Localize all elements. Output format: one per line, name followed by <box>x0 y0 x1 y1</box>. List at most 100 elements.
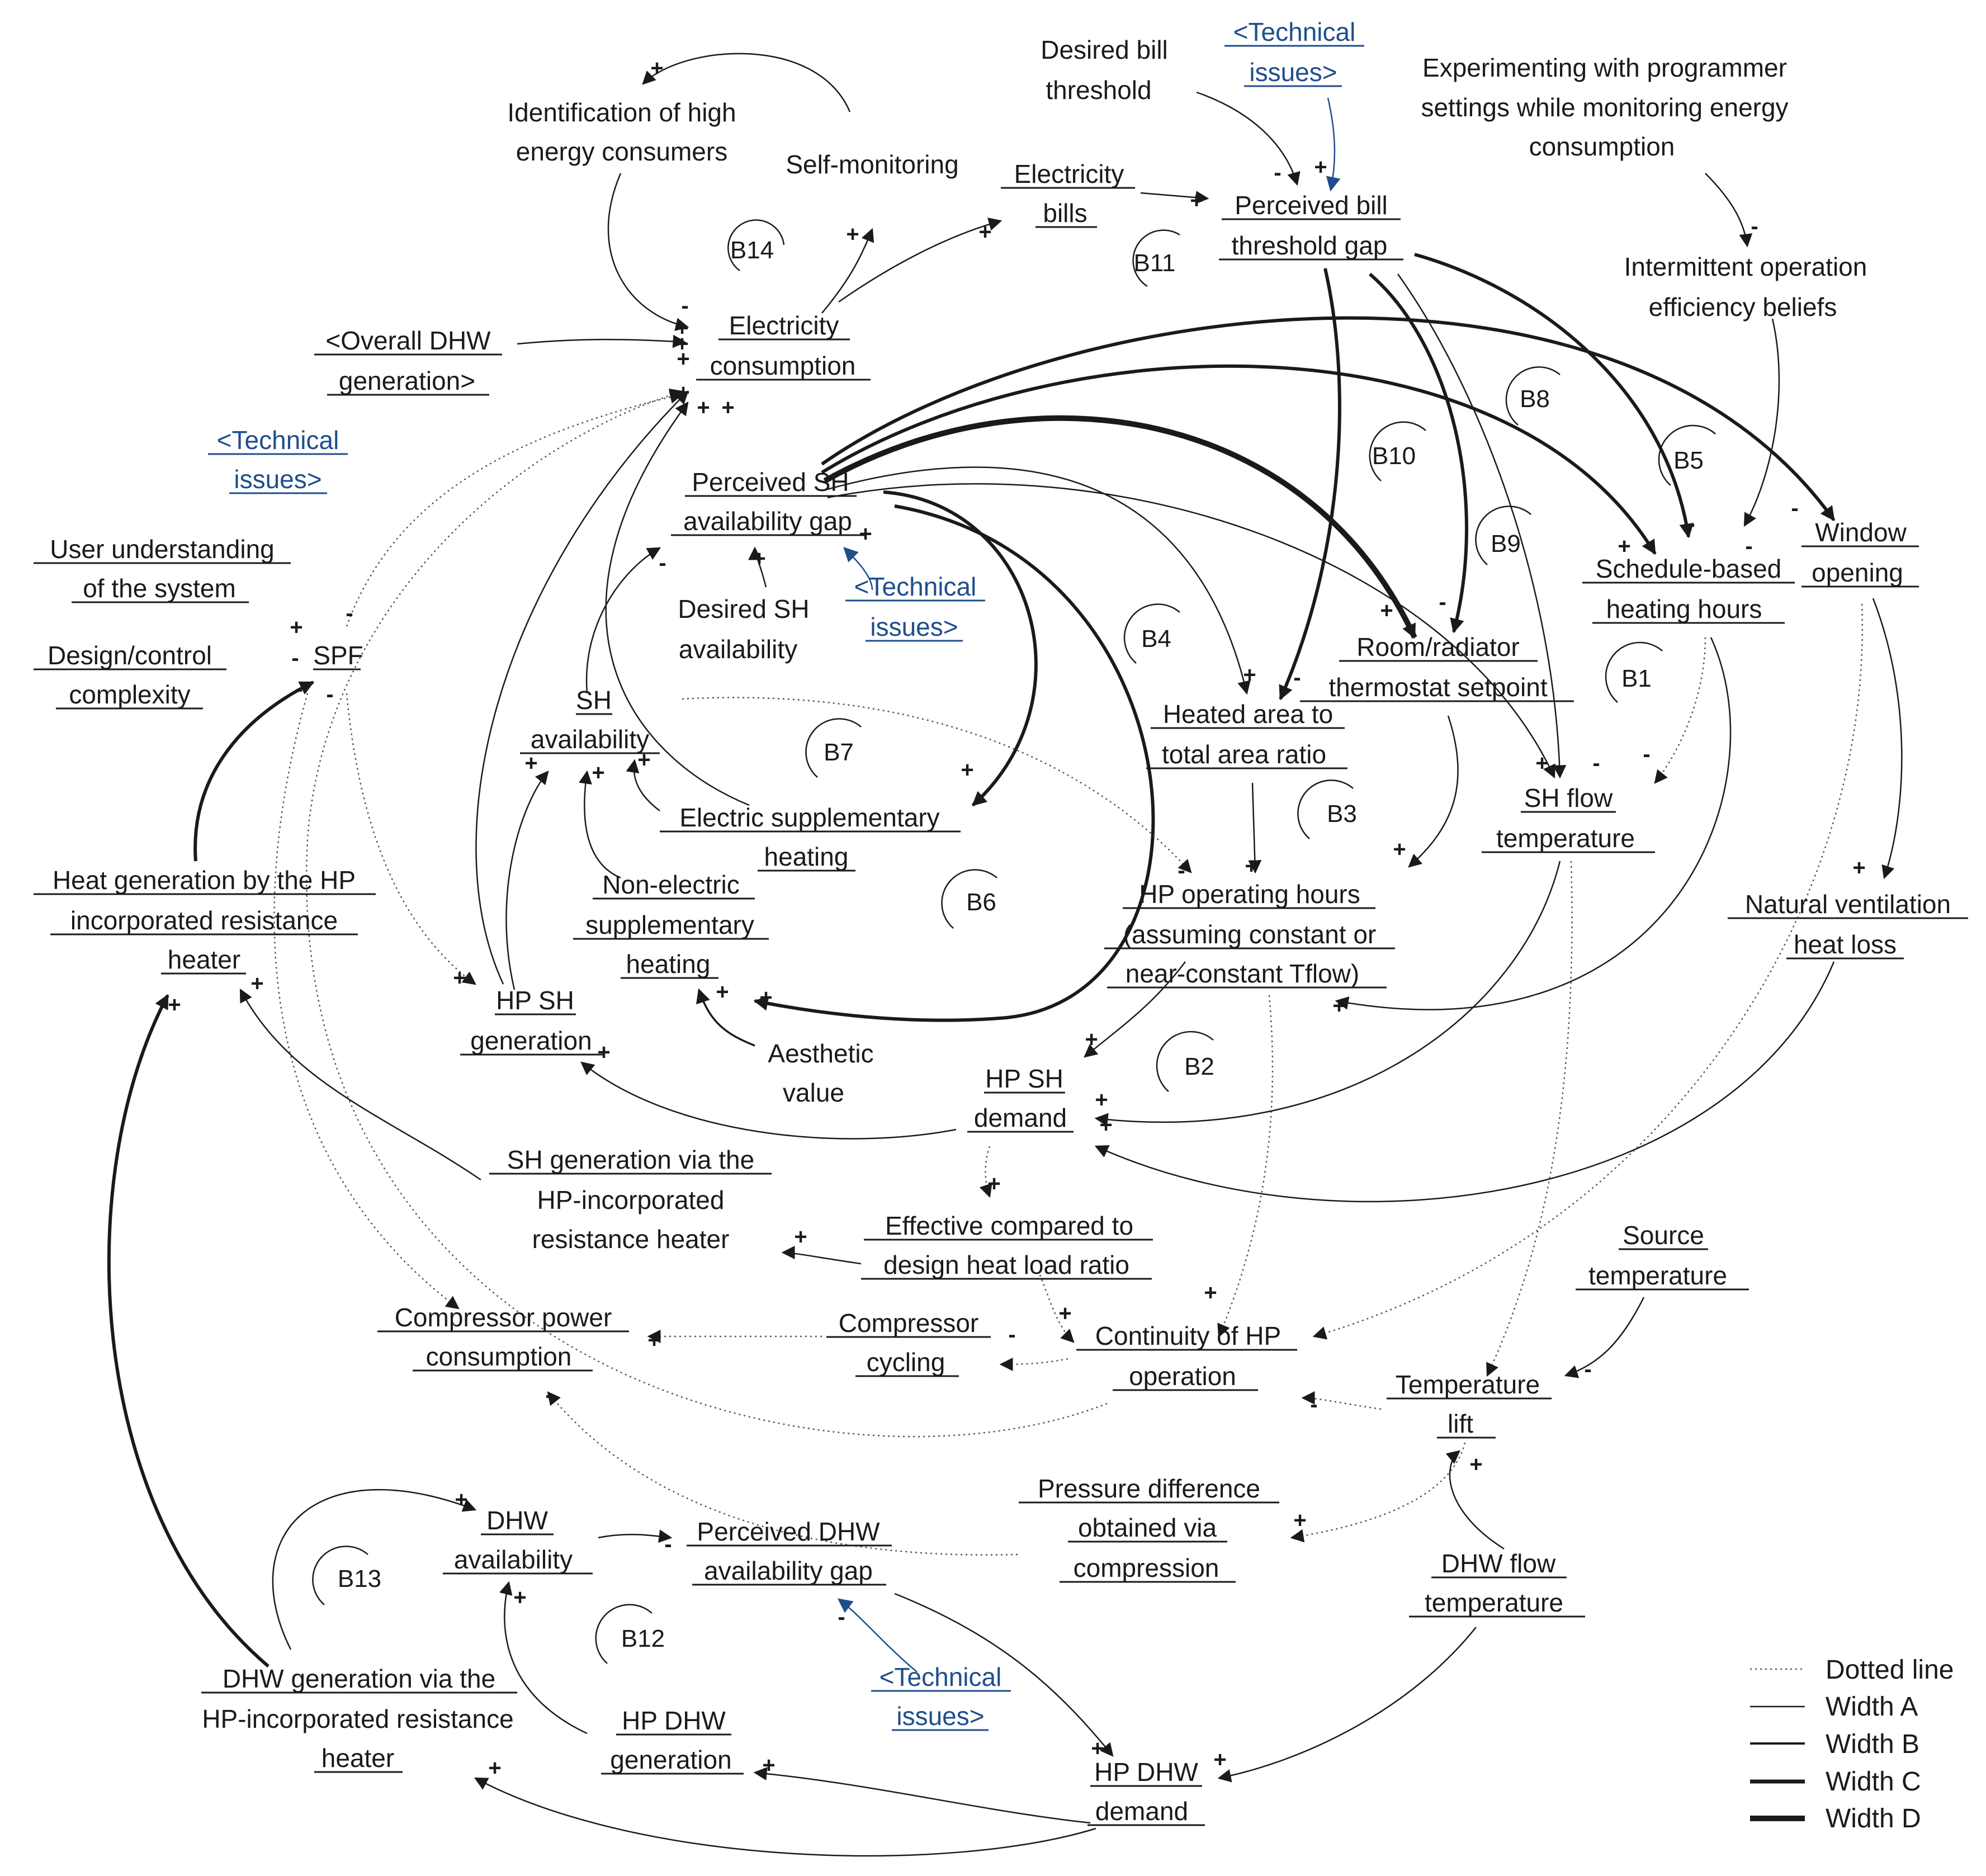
polarity-plus: + <box>488 1756 501 1780</box>
loop-b13-marker: B13 <box>312 1546 381 1605</box>
loop-b14-label: B14 <box>730 237 774 264</box>
svg-text:consumption: consumption <box>710 351 856 380</box>
loop-b12-marker: B12 <box>595 1604 665 1664</box>
svg-text:obtained via: obtained via <box>1078 1513 1217 1542</box>
link-hp-operating-to-continuity <box>1217 995 1274 1338</box>
svg-text:Desired SH: Desired SH <box>678 594 809 623</box>
svg-text:Non-electric: Non-electric <box>602 870 739 899</box>
svg-text:total area ratio: total area ratio <box>1162 740 1326 769</box>
loop-b10-marker: B10 <box>1369 421 1426 481</box>
svg-text:Perceived bill: Perceived bill <box>1235 191 1388 220</box>
link-self-monitoring-to-identification <box>642 53 851 112</box>
node-electricity-consumption: Electricity consumption <box>696 311 871 381</box>
svg-text:of the system: of the system <box>83 574 236 603</box>
polarity-signs: + - + + + + + + + + + - + - + + - + - - … <box>168 56 1865 1780</box>
link-intermittent-to-schedule <box>1743 318 1780 527</box>
polarity-minus: - <box>664 1532 672 1557</box>
polarity-minus: - <box>1745 534 1752 559</box>
polarity-plus: + <box>1095 1088 1108 1112</box>
node-hp-operating-hours: HP operating hours (assuming constant or… <box>1104 880 1395 989</box>
svg-text:heating hours: heating hours <box>1606 594 1762 623</box>
svg-text:bills: bills <box>1043 199 1087 228</box>
svg-text:<Technical: <Technical <box>1233 17 1356 46</box>
link-temperature-lift-to-pressure-diff <box>1290 1442 1466 1543</box>
node-hp-dhw-demand: HP DHW demand <box>1087 1757 1205 1826</box>
svg-text:Desired bill: Desired bill <box>1041 35 1168 64</box>
svg-text:heater: heater <box>321 1743 394 1773</box>
svg-text:cycling: cycling <box>867 1348 945 1377</box>
polarity-plus: + <box>762 1753 775 1778</box>
polarity-plus: + <box>677 380 689 405</box>
svg-text:temperature: temperature <box>1496 824 1635 853</box>
svg-text:HP SH: HP SH <box>496 986 574 1015</box>
svg-text:HP DHW: HP DHW <box>622 1706 726 1735</box>
loop-b9-marker: B9 <box>1475 505 1531 565</box>
polarity-plus: + <box>846 222 859 247</box>
svg-text:temperature: temperature <box>1425 1588 1563 1617</box>
polarity-minus: - <box>1008 1322 1015 1347</box>
polarity-plus: + <box>677 347 689 371</box>
svg-text:issues>: issues> <box>896 1702 984 1731</box>
polarity-minus: - <box>291 646 299 670</box>
legend-label-width-a: Width A <box>1826 1692 1918 1722</box>
node-dhw-availability: DHW availability <box>443 1506 593 1575</box>
link-electricity-consumption-to-bills <box>838 218 1003 303</box>
node-heated-area-ratio: Heated area to total area ratio <box>1146 700 1347 769</box>
loop-b8-label: B8 <box>1520 385 1550 413</box>
svg-text:efficiency beliefs: efficiency beliefs <box>1649 292 1837 322</box>
link-hp-dhw-gen-to-dhw-availability <box>499 1581 588 1735</box>
svg-text:value: value <box>783 1078 844 1107</box>
loop-b6-label: B6 <box>966 889 996 916</box>
node-overall-dhw-generation: <Overall DHW generation> <box>314 326 502 396</box>
link-bill-gap-to-sh-flow-temp <box>1397 273 1567 779</box>
line-style-legend: Dotted line Width A Width B Width C Widt… <box>1750 1655 1954 1834</box>
node-identification: Identification of high energy consumers <box>507 98 736 166</box>
node-hp-dhw-generation: HP DHW generation <box>601 1706 744 1775</box>
polarity-minus: - <box>1584 1357 1591 1382</box>
node-perceived-dhw-gap: Perceived DHW availability gap <box>687 1517 892 1586</box>
svg-text:<Technical: <Technical <box>854 572 977 601</box>
svg-text:availability: availability <box>679 635 797 664</box>
loop-b10-label: B10 <box>1372 442 1416 470</box>
polarity-plus: + <box>1618 534 1630 559</box>
node-intermittent-beliefs: Intermittent operation efficiency belief… <box>1624 252 1867 322</box>
polarity-plus: + <box>1099 1113 1112 1137</box>
legend-label-width-c: Width C <box>1826 1767 1921 1797</box>
node-perceived-sh-gap: Perceived SH availability gap <box>671 467 866 536</box>
svg-text:resistance heater: resistance heater <box>532 1225 730 1254</box>
link-spf-to-compressor-power-dotted <box>273 693 460 1310</box>
polarity-minus: - <box>1592 751 1600 776</box>
polarity-plus: + <box>1332 994 1345 1018</box>
svg-text:Self-monitoring: Self-monitoring <box>786 150 958 179</box>
link-natural-vent-to-hp-sh-demand <box>1094 961 1835 1203</box>
loop-b2-label: B2 <box>1184 1053 1214 1080</box>
link-desired-sh-to-sh-gap <box>748 546 767 588</box>
link-sh-availability-to-hp-operating <box>682 697 1192 873</box>
link-experimenting-to-intermittent <box>1705 173 1753 248</box>
polarity-minus: - <box>1687 512 1695 536</box>
polarity-plus: + <box>647 1328 660 1353</box>
link-bill-gap-to-heated-area <box>1279 268 1341 701</box>
svg-text:energy consumers: energy consumers <box>516 137 727 166</box>
link-bills-to-bill-gap <box>1140 191 1209 205</box>
svg-text:issues>: issues> <box>234 465 321 494</box>
link-spf-to-electricity <box>346 390 684 627</box>
svg-text:heating: heating <box>626 949 711 979</box>
polarity-minus: - <box>838 1605 845 1629</box>
svg-text:incorporated resistance: incorporated resistance <box>70 906 338 935</box>
polarity-plus: + <box>721 395 734 420</box>
polarity-plus: + <box>753 546 765 571</box>
svg-text:Identification of high: Identification of high <box>507 98 736 127</box>
svg-text:threshold: threshold <box>1046 75 1151 105</box>
link-dhw-flow-to-hp-dhw-demand <box>1217 1627 1477 1783</box>
node-window-opening: Window opening <box>1801 518 1919 588</box>
loop-b3-marker: B3 <box>1297 779 1357 839</box>
node-technical-issues-top: <Technical issues> <box>1224 17 1364 87</box>
polarity-plus: + <box>716 980 729 1004</box>
loop-b5-label: B5 <box>1673 447 1704 474</box>
node-sh-flow-temperature: SH flow temperature <box>1482 783 1655 853</box>
polarity-plus: + <box>1293 1508 1306 1533</box>
causal-links <box>107 53 1903 1857</box>
link-sh-gap-to-non-electric-supp <box>753 504 1155 1022</box>
loop-markers: B14 B11 B8 B10 B5 B9 B4 B1 B7 B3 B6 B2 B… <box>312 219 1716 1664</box>
